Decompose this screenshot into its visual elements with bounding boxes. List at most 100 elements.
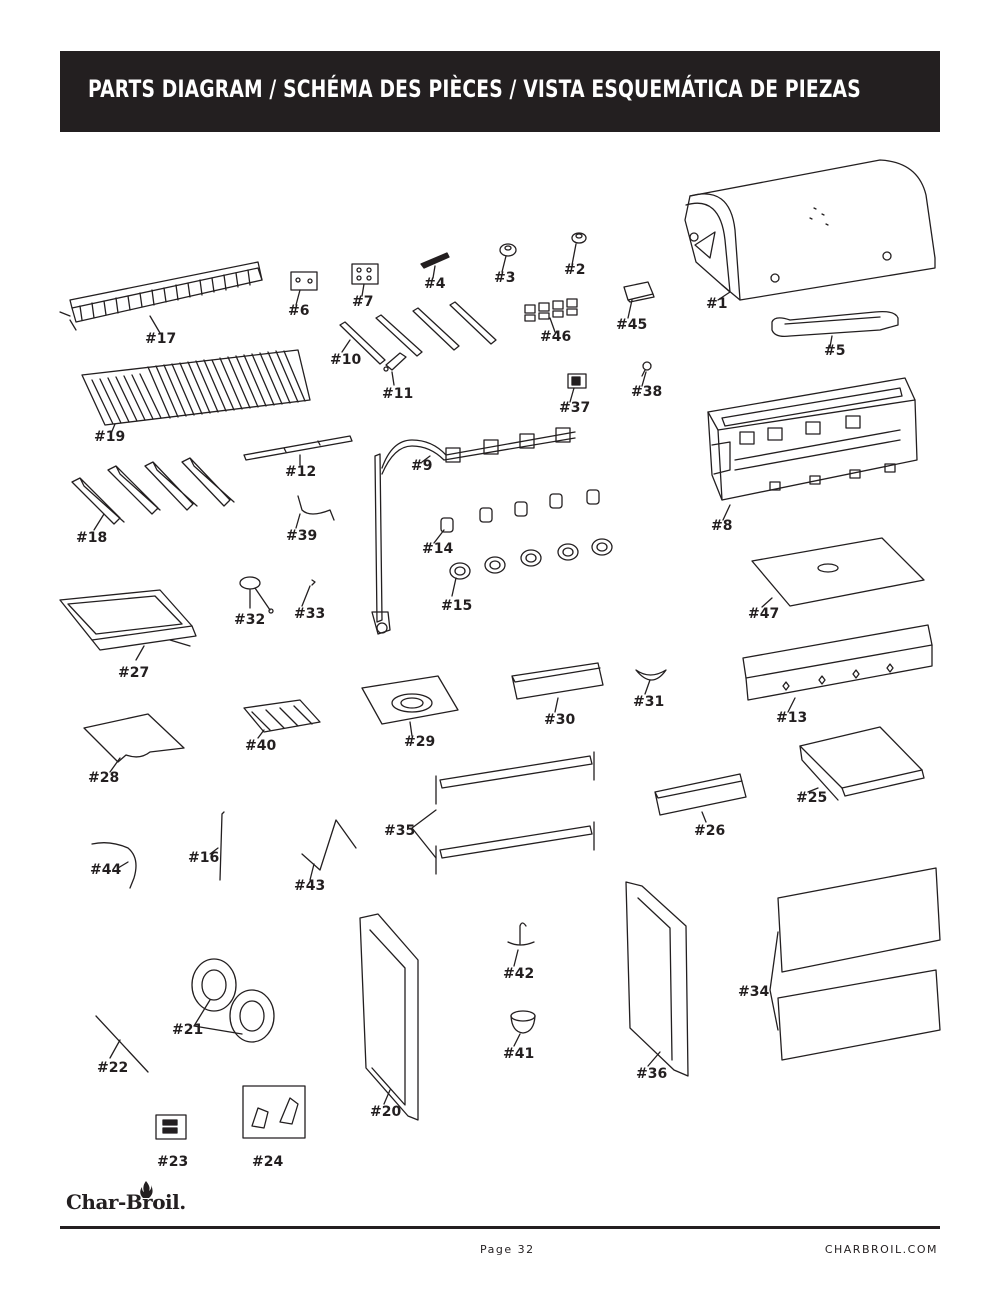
label-part-46: #46 (540, 329, 571, 345)
part-21-wheels-drawing (191, 958, 275, 1043)
part-4-drawing (420, 252, 450, 269)
brand-logo: Char-Broil. (66, 1190, 186, 1214)
label-part-28: #28 (88, 770, 119, 786)
label-part-44: #44 (90, 862, 121, 878)
part-38-drawing (641, 361, 652, 377)
part-14-knobs-drawing (440, 489, 600, 533)
label-part-34: #34 (738, 984, 769, 1000)
label-part-31: #31 (633, 694, 664, 710)
label-part-1: #1 (706, 296, 727, 312)
page-title: PARTS DIAGRAM / SCHÉMA DES PIÈCES / VIST… (88, 75, 861, 103)
part-43-drawing (301, 819, 357, 871)
part-5-handle-drawing (771, 310, 899, 338)
part-12-drawing (243, 435, 353, 461)
part-42-drawing (507, 922, 535, 946)
label-part-35: #35 (384, 823, 415, 839)
label-part-17: #17 (145, 331, 176, 347)
part-30-drawing (511, 662, 604, 700)
label-part-8: #8 (711, 518, 732, 534)
part-20-drawing (359, 913, 419, 1121)
label-part-26: #26 (694, 823, 725, 839)
label-part-33: #33 (294, 606, 325, 622)
part-36-drawing (625, 881, 689, 1077)
label-part-27: #27 (118, 665, 149, 681)
part-37-drawing (567, 373, 587, 389)
part-44-drawing (91, 842, 137, 889)
label-part-30: #30 (544, 712, 575, 728)
part-34-panels-drawing (777, 867, 941, 1061)
label-part-12: #12 (285, 464, 316, 480)
part-31-drawing (635, 669, 667, 681)
part-13-drawing (742, 624, 933, 701)
label-part-4: #4 (424, 276, 446, 292)
label-part-43: #43 (294, 878, 325, 894)
part-18-heat-tents-drawing (71, 457, 235, 525)
part-45-drawing (623, 281, 655, 303)
part-27-drawing (59, 589, 197, 651)
part-29-drawing (361, 675, 459, 725)
part-25-drawing (799, 726, 925, 801)
label-part-10: #10 (330, 352, 361, 368)
part-11-drawing (383, 352, 407, 372)
part-33-drawing (311, 579, 316, 586)
part-41-drawing (510, 1010, 536, 1034)
part-35-rails-drawing (435, 751, 595, 875)
part-9-manifold-drawing (371, 427, 576, 635)
part-15-bezels-drawing (449, 538, 613, 580)
part-19-cooking-grates-drawing (81, 349, 311, 426)
label-part-23: #23 (157, 1154, 188, 1170)
label-part-39: #39 (286, 528, 317, 544)
label-part-37: #37 (559, 400, 590, 416)
part-6-drawing (290, 271, 318, 291)
label-part-25: #25 (796, 790, 827, 806)
part-1-lid-drawing (684, 159, 936, 301)
label-part-13: #13 (776, 710, 807, 726)
part-23-drawing (155, 1114, 187, 1140)
footer-rule (60, 1226, 940, 1229)
label-part-21: #21 (172, 1022, 203, 1038)
part-32-drawing (239, 576, 274, 614)
flame-logo-icon (140, 1181, 153, 1198)
label-part-2: #2 (564, 262, 585, 278)
label-part-45: #45 (616, 317, 647, 333)
label-part-29: #29 (404, 734, 435, 750)
part-26-drawing (654, 773, 747, 816)
label-part-14: #14 (422, 541, 453, 557)
part-7-drawing (351, 263, 379, 285)
label-part-36: #36 (636, 1066, 667, 1082)
label-part-19: #19 (94, 429, 125, 445)
part-47-drawing (751, 537, 925, 607)
label-part-24: #24 (252, 1154, 283, 1170)
label-part-6: #6 (288, 303, 309, 319)
website-link: CHARBROIL.COM (824, 1243, 938, 1256)
page-number: Page 32 (480, 1243, 535, 1256)
label-part-41: #41 (503, 1046, 534, 1062)
part-24-drawing (242, 1085, 306, 1139)
part-40-drawing (243, 699, 321, 733)
part-17-warming-rack-drawing (59, 261, 263, 331)
label-part-22: #22 (97, 1060, 128, 1076)
part-28-drawing (83, 713, 185, 763)
label-part-38: #38 (631, 384, 662, 400)
label-part-32: #32 (234, 612, 265, 628)
label-part-18: #18 (76, 530, 107, 546)
leader-lines (93, 243, 833, 1105)
part-39-drawing (297, 495, 335, 521)
label-part-5: #5 (824, 343, 845, 359)
label-part-7: #7 (352, 294, 373, 310)
label-part-3: #3 (494, 270, 515, 286)
part-46-drawing (524, 298, 578, 322)
label-part-47: #47 (748, 606, 779, 622)
part-labels: #1 #2 #3 #4 #5 #6 #7 #8 #9 #10 #11 #12 #… (76, 262, 845, 1170)
part-22-axle-drawing (95, 1015, 149, 1073)
label-part-15: #15 (441, 598, 472, 614)
part-16-drawing (219, 811, 225, 881)
label-part-16: #16 (188, 850, 219, 866)
label-part-9: #9 (411, 458, 432, 474)
label-part-11: #11 (382, 386, 413, 402)
part-8-firebox-drawing (707, 377, 918, 501)
part-3-drawing (499, 243, 517, 257)
part-2-drawing (571, 232, 587, 244)
label-part-40: #40 (245, 738, 276, 754)
